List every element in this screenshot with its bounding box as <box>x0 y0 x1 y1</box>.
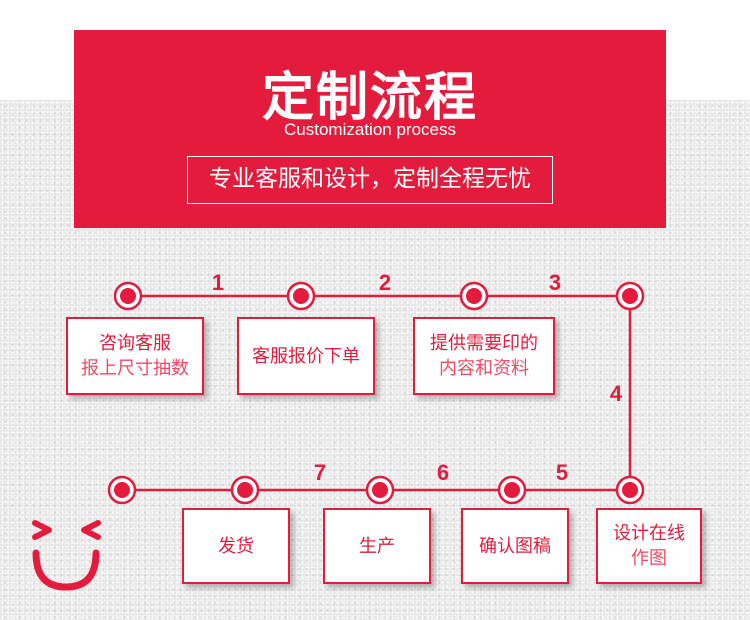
flow-node-7 <box>365 475 395 505</box>
step-6-title: 生产 <box>359 535 395 557</box>
step-5-title: 确认图稿 <box>479 535 551 557</box>
flow-node-6 <box>497 475 527 505</box>
step-number-2: 2 <box>378 270 392 295</box>
step-number-5: 5 <box>555 460 569 485</box>
step-box-1: 咨询客服 报上尺寸抽数 <box>66 317 204 395</box>
step-box-3: 提供需要印的 内容和资料 <box>413 317 555 395</box>
step-1-detail: 报上尺寸抽数 <box>81 358 189 379</box>
step-3-title: 提供需要印的 <box>430 333 538 354</box>
tagline-box: 专业客服和设计，定制全程无忧 <box>187 156 553 204</box>
smiley-face-icon <box>32 520 101 591</box>
flow-node-2 <box>286 281 316 311</box>
step-number-1: 1 <box>211 270 225 295</box>
step-number-3: 3 <box>548 270 562 295</box>
flow-node-8 <box>230 475 260 505</box>
page-subtitle: Customization process <box>284 120 456 139</box>
step-4-detail: 作图 <box>631 548 667 569</box>
step-box-6: 生产 <box>323 508 431 584</box>
flow-node-5 <box>615 475 645 505</box>
step-3-detail: 内容和资料 <box>439 358 529 379</box>
flow-node-3 <box>459 281 489 311</box>
step-number-7: 7 <box>313 460 327 485</box>
step-box-4: 设计在线 作图 <box>596 508 702 584</box>
flow-node-9 <box>107 475 137 505</box>
step-7-title: 发货 <box>218 535 254 557</box>
step-2-title: 客服报价下单 <box>252 345 360 367</box>
step-number-4: 4 <box>609 381 623 406</box>
step-box-5: 确认图稿 <box>461 508 569 584</box>
page-title: 定制流程 <box>261 68 478 128</box>
step-4-title: 设计在线 <box>613 523 685 544</box>
step-number-6: 6 <box>436 460 450 485</box>
header-banner: 定制流程 Customization process 专业客服和设计，定制全程无… <box>74 30 666 228</box>
flow-node-1 <box>113 281 143 311</box>
step-box-2: 客服报价下单 <box>237 317 375 395</box>
step-1-title: 咨询客服 <box>99 333 171 354</box>
step-box-7: 发货 <box>182 508 290 584</box>
flow-node-4 <box>615 281 645 311</box>
